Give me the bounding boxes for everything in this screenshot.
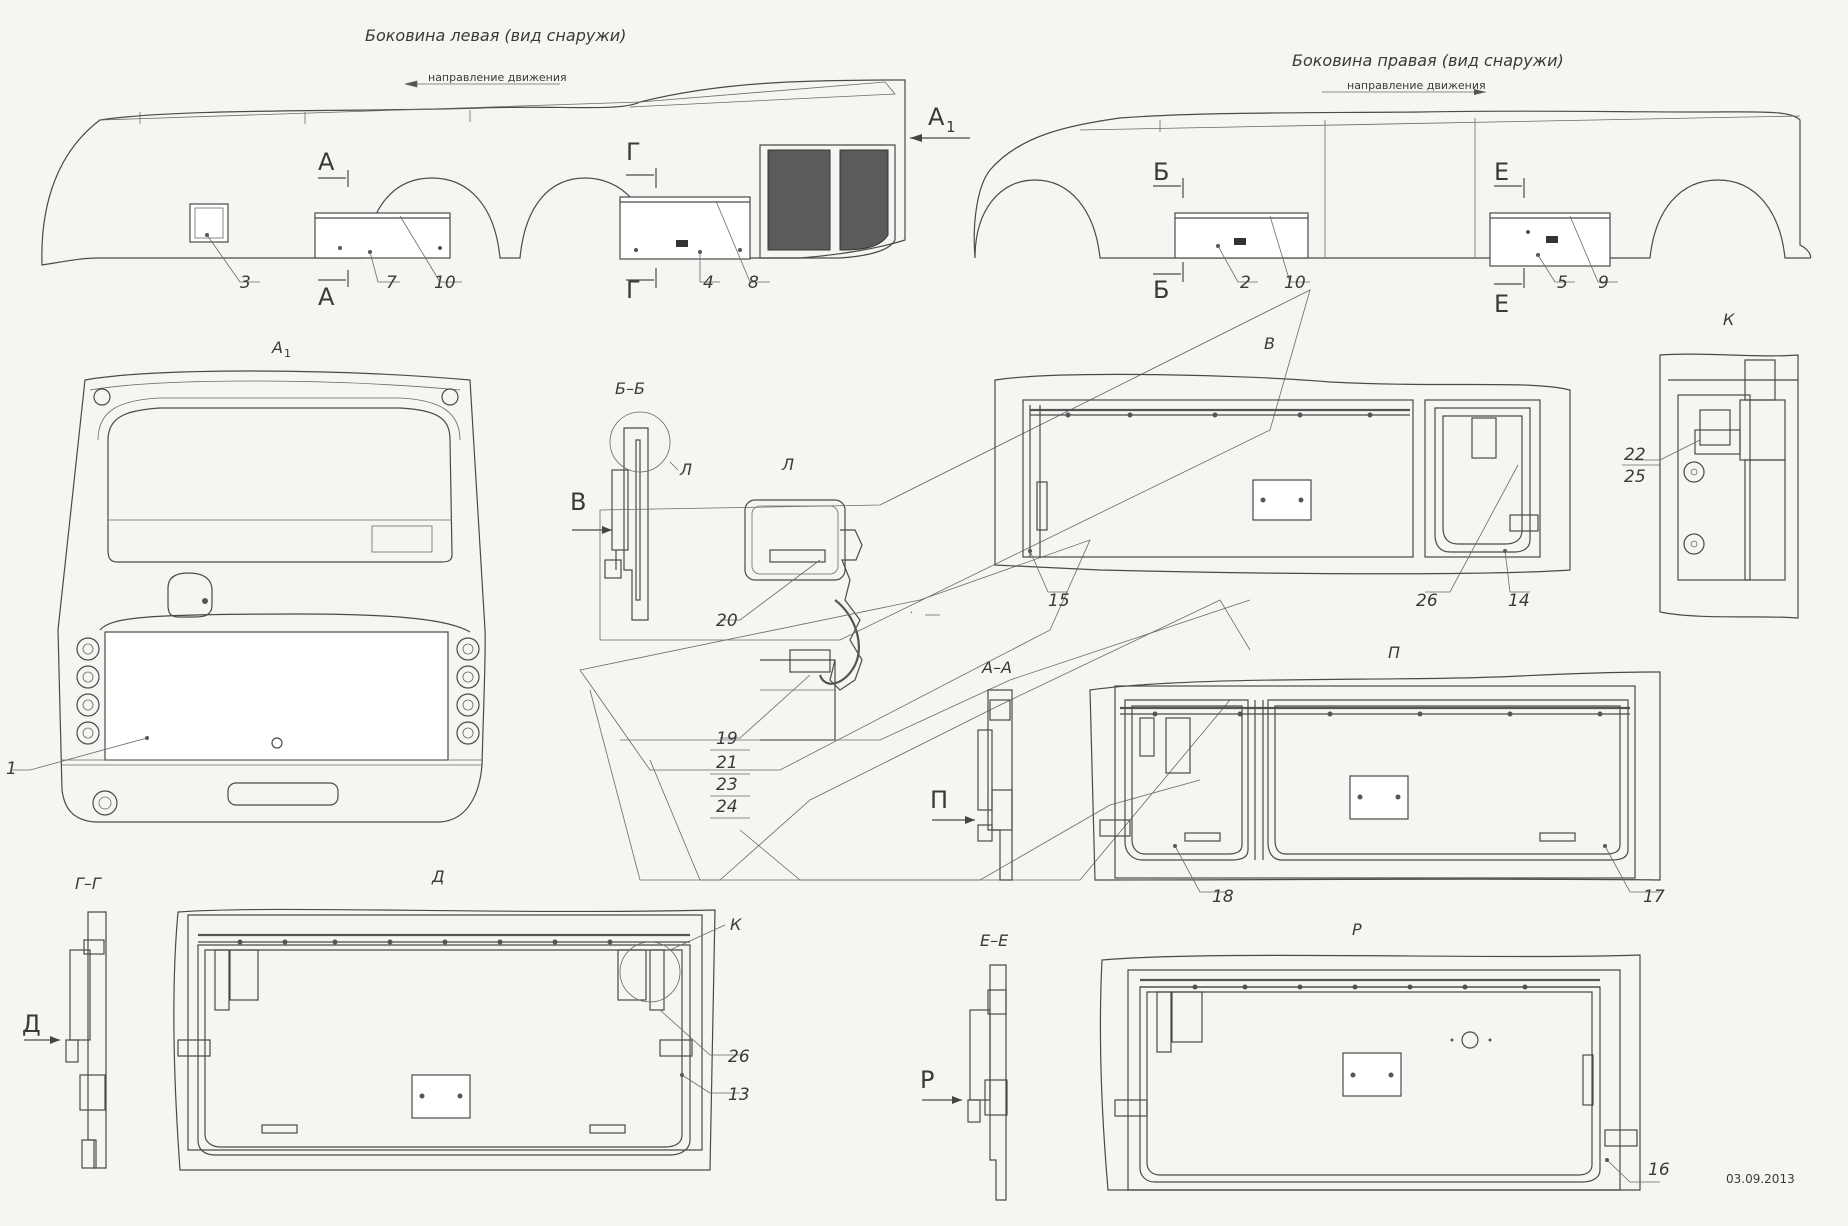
callout-10a: 10 <box>434 273 456 293</box>
section-mark-b-bottom: Б <box>1153 276 1169 304</box>
callout-8: 8 <box>748 273 759 293</box>
section-bb-title: Б–Б <box>615 379 645 398</box>
section-aa-title: А–А <box>981 658 1012 677</box>
callout-2: 2 <box>1240 273 1251 293</box>
view-d-title: Д <box>431 867 445 886</box>
callout-4: 4 <box>703 273 714 293</box>
callout-25: 25 <box>1624 467 1646 487</box>
view-r-title: Р <box>1352 920 1362 939</box>
callout-15: 15 <box>1048 591 1070 611</box>
detail-k-marker: К <box>730 915 742 934</box>
view-p-title: П <box>1388 643 1400 662</box>
view-p: П 18 17 <box>1089 643 1665 907</box>
detail-k: К 22 25 <box>1622 310 1799 619</box>
section-mark-g-bottom: Г <box>626 276 641 304</box>
section-b-b: Б–Б Л В <box>570 379 692 621</box>
drawing-date: 03.09.2013 <box>1726 1172 1795 1186</box>
projection-bands <box>579 289 1311 881</box>
view-r-arrow-label: Р <box>920 1066 934 1094</box>
section-mark-e-top: Е <box>1494 158 1509 186</box>
rear-view-a1: А 1 <box>6 338 486 823</box>
section-gg-title: Г–Г <box>75 874 102 893</box>
right-direction-label: направление движения <box>1347 79 1486 92</box>
left-taillights <box>76 637 100 745</box>
view-a1-arrow-label: А <box>928 103 945 131</box>
center-mark: · <box>910 608 913 619</box>
section-mark-e-bottom: Е <box>1494 290 1509 318</box>
callout-26b: 26 <box>728 1047 750 1067</box>
view-a1-arrow-sub: 1 <box>946 118 956 136</box>
callout-17: 17 <box>1643 887 1665 907</box>
view-d: Д К 26 13 <box>173 867 750 1171</box>
callout-22: 22 <box>1624 445 1646 465</box>
section-mark-a-bottom: А <box>318 283 335 311</box>
section-ee-title: Е–Е <box>980 931 1009 950</box>
callout-23: 23 <box>716 775 738 795</box>
view-v: В 15 26 14 <box>994 334 1571 611</box>
right-side-view: Боковина правая (вид снаружи) направлени… <box>973 51 1812 318</box>
callout-7: 7 <box>386 273 397 293</box>
view-d-arrow-label: Д <box>22 1010 41 1038</box>
callout-1: 1 <box>6 759 17 779</box>
detail-k-title: К <box>1723 310 1735 329</box>
callout-19: 19 <box>716 729 738 749</box>
section-mark-a-top: А <box>318 148 335 176</box>
callout-9: 9 <box>1598 273 1609 293</box>
detail-l-label: Л <box>679 460 692 479</box>
rear-view-title-sub: 1 <box>284 347 291 360</box>
callout-14: 14 <box>1508 591 1530 611</box>
section-g-g: Г–Г Д <box>22 874 107 1169</box>
section-e-e: Е–Е Р <box>920 931 1009 1201</box>
callout-18: 18 <box>1212 887 1234 907</box>
left-direction-label: направление движения <box>428 71 567 84</box>
section-mark-g-top: Г <box>626 138 641 166</box>
detail-l: Л 20 19 21 23 24 <box>710 455 863 819</box>
callout-20: 20 <box>716 611 738 631</box>
view-r: Р 16 <box>1099 920 1670 1191</box>
right-taillights <box>456 637 480 745</box>
section-mark-b-top: Б <box>1153 158 1169 186</box>
view-p-arrow-label: П <box>930 786 948 814</box>
callout-10b: 10 <box>1284 273 1306 293</box>
callout-24: 24 <box>716 797 738 817</box>
view-v-arrow-label: В <box>570 488 586 516</box>
callout-26a: 26 <box>1416 591 1438 611</box>
left-side-title: Боковина левая (вид снаружи) <box>365 26 626 45</box>
view-v-title: В <box>1264 334 1275 353</box>
callout-13: 13 <box>728 1085 750 1105</box>
callout-21: 21 <box>716 753 738 773</box>
right-side-title: Боковина правая (вид снаружи) <box>1292 51 1564 70</box>
callout-5: 5 <box>1557 273 1568 293</box>
left-side-view: Боковина левая (вид снаружи) направление… <box>41 26 970 311</box>
detail-l-title: Л <box>781 455 794 474</box>
section-a-a: А–А П <box>930 658 1013 881</box>
callout-16: 16 <box>1648 1160 1670 1180</box>
rear-view-title: А <box>271 338 283 357</box>
callout-3: 3 <box>240 273 251 293</box>
